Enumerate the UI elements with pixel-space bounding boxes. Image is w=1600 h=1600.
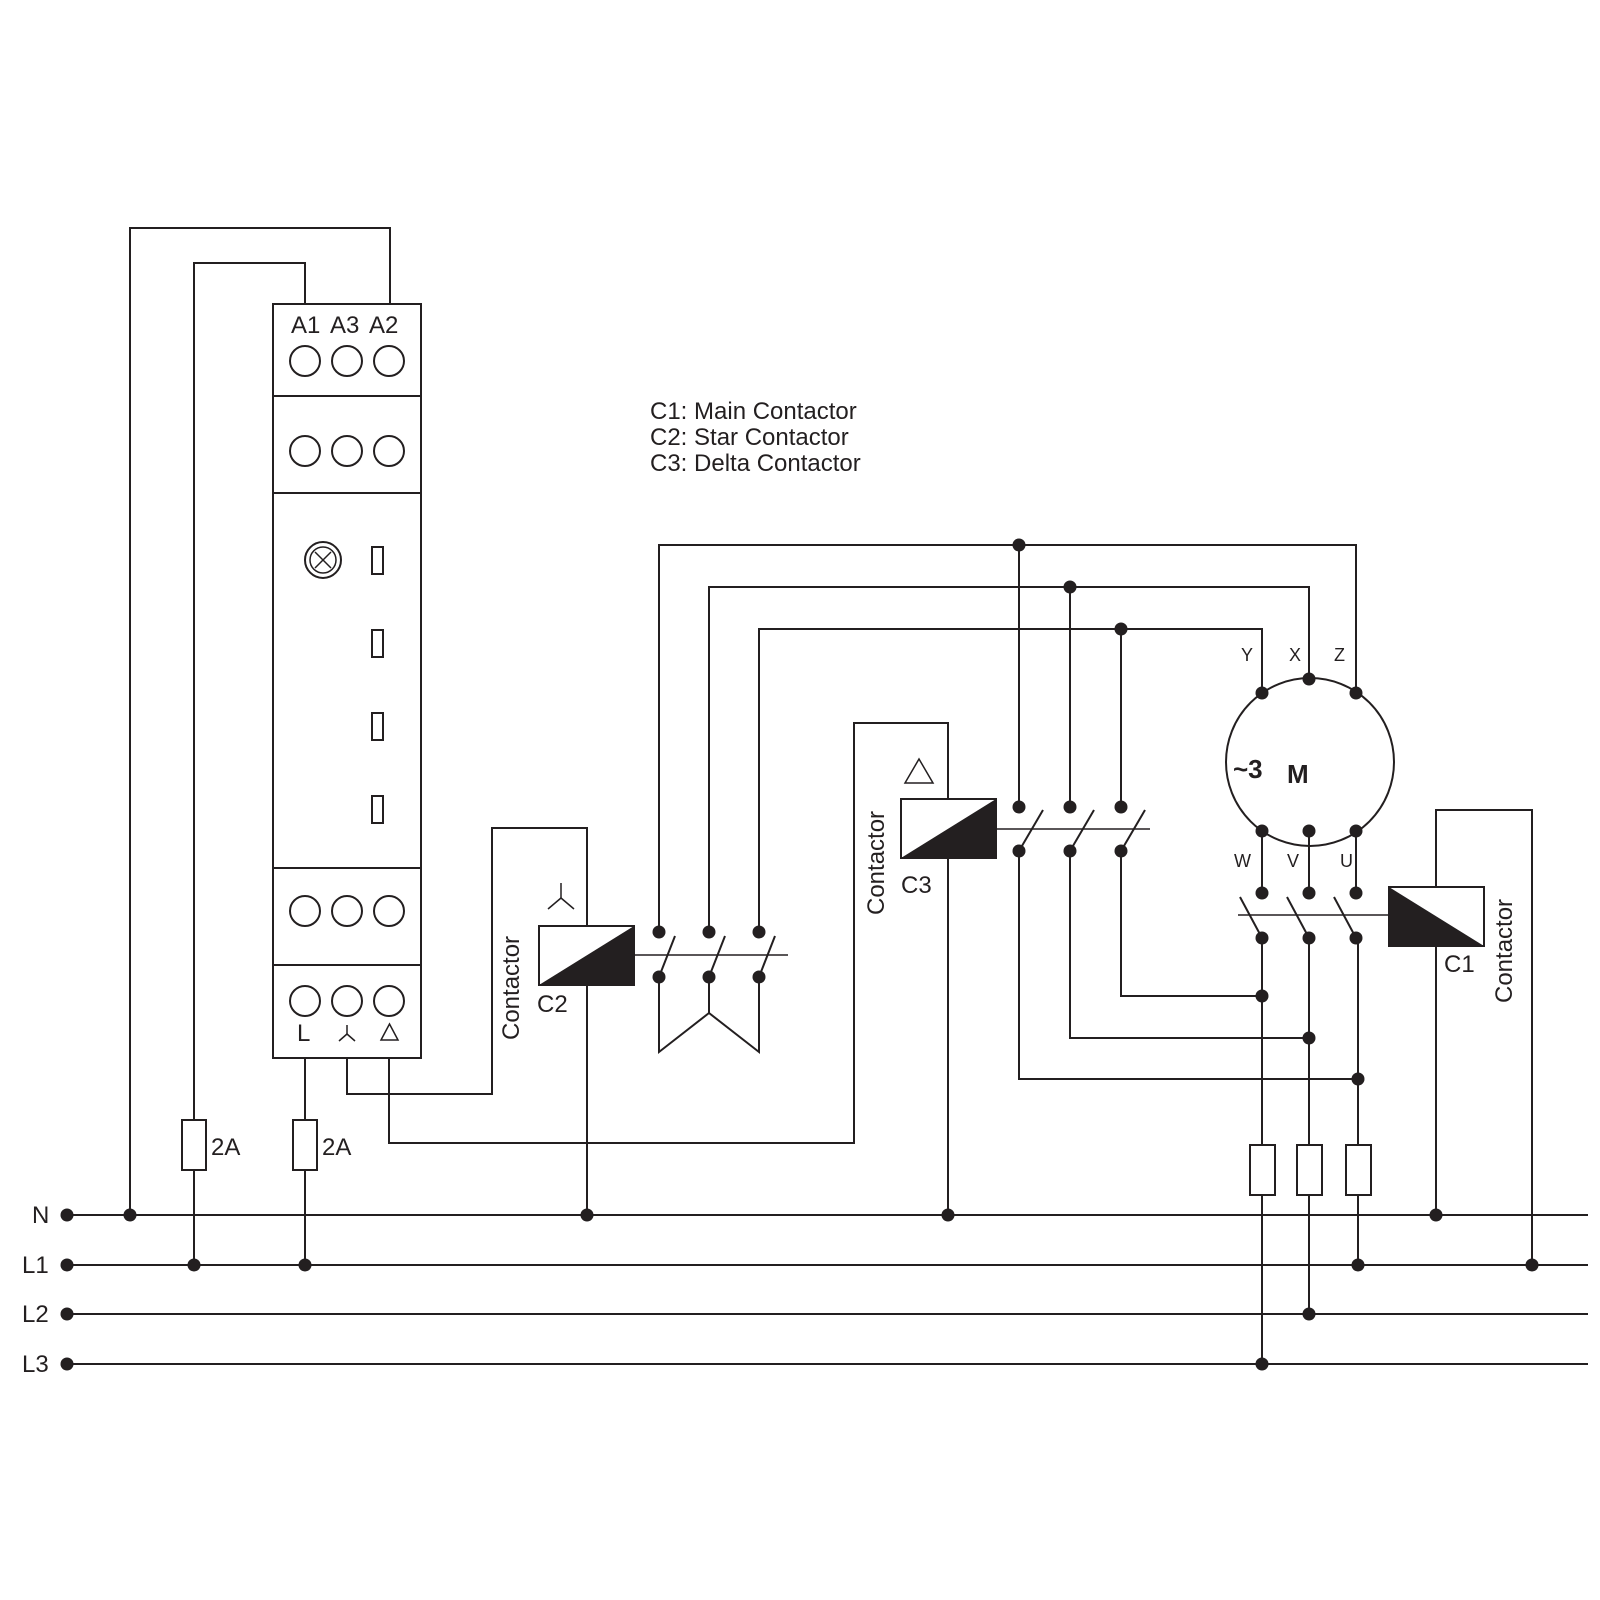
motor-terminal-v-label: V xyxy=(1287,851,1299,871)
motor-terminal-x-label: X xyxy=(1289,645,1301,665)
time-adjuster-1[interactable] xyxy=(371,546,384,575)
control-fuses: 2A 2A xyxy=(181,1119,351,1171)
relay-terminals-row2 xyxy=(289,435,405,467)
contactor-c3-name: C3 xyxy=(901,872,932,899)
contactor-c1-caption: Contactor xyxy=(1491,899,1518,1003)
fuse-a1 xyxy=(181,1119,207,1171)
motor-terminal-y-label: Y xyxy=(1241,645,1253,665)
relay-terminals-row4 xyxy=(289,985,405,1017)
relay-supply-wiring xyxy=(123,227,391,1272)
relay-terminal-a3-label: A3 xyxy=(330,312,359,339)
relay-terminals-row1 xyxy=(289,345,405,377)
bus-lines: N L1 L2 L3 xyxy=(22,1202,1588,1378)
fuse-a1-label: 2A xyxy=(211,1134,240,1161)
motor: ~3 M Y X Z W V U xyxy=(1225,645,1395,893)
legend-c2: C2: Star Contactor xyxy=(650,424,849,451)
contactor-c2-name: C2 xyxy=(537,991,568,1018)
bus-n-label: N xyxy=(32,1202,49,1229)
time-adjuster-3[interactable] xyxy=(371,712,384,741)
time-adjuster-4[interactable] xyxy=(371,795,384,824)
bus-l1-terminal xyxy=(60,1258,74,1272)
motor-phase-label: ~3 xyxy=(1233,754,1263,784)
bus-n-terminal xyxy=(60,1208,74,1222)
legend-c1: C1: Main Contactor xyxy=(650,398,857,425)
fuse-l xyxy=(292,1119,318,1171)
motor-terminal-z-label: Z xyxy=(1334,645,1345,665)
relay-terminal-a2-label: A2 xyxy=(369,312,398,339)
bus-l2-terminal xyxy=(60,1307,74,1321)
legend-c3: C3: Delta Contactor xyxy=(650,450,861,477)
contactor-c3: C3 Contactor xyxy=(863,757,1358,1222)
legend: C1: Main Contactor C2: Star Contactor C3… xyxy=(650,398,861,477)
contactor-c2: C2 Contactor xyxy=(498,883,788,1222)
contactor-c2-star-icon xyxy=(547,883,575,910)
contactor-c1-name: C1 xyxy=(1444,951,1475,978)
main-fuse-l3 xyxy=(1249,1144,1276,1196)
contactor-c2-contacts xyxy=(652,925,776,1055)
contactor-c1: C1 Contactor xyxy=(1238,809,1539,1371)
motor-label: M xyxy=(1287,759,1309,789)
fuse-l-label: 2A xyxy=(322,1134,351,1161)
indicator-lamp-icon xyxy=(304,541,342,579)
time-adjuster-2[interactable] xyxy=(371,629,384,658)
bus-l3-label: L3 xyxy=(22,1351,49,1378)
main-fuse-l2 xyxy=(1296,1144,1323,1196)
relay-terminal-a1-label: A1 xyxy=(291,312,320,339)
motor-terminal-u-label: U xyxy=(1340,851,1353,871)
contactor-c1-contacts xyxy=(1239,886,1363,945)
relay-terminal-star-icon xyxy=(338,1025,356,1042)
motor-terminal-w-label: W xyxy=(1234,851,1251,871)
star-delta-wiring xyxy=(658,538,1357,932)
relay-terminal-delta-icon xyxy=(379,1022,400,1041)
bus-l1-label: L1 xyxy=(22,1252,49,1279)
contactor-c3-delta-icon xyxy=(903,757,935,784)
bus-l2-label: L2 xyxy=(22,1301,49,1328)
relay-terminal-l-label: L xyxy=(297,1020,310,1047)
bus-l3-terminal xyxy=(60,1357,74,1371)
contactor-c2-caption: Contactor xyxy=(498,936,525,1040)
contactor-c3-caption: Contactor xyxy=(863,811,890,915)
relay-output-wiring xyxy=(346,722,949,1144)
relay-terminals-row3 xyxy=(289,895,405,927)
contactor-c3-contacts xyxy=(1012,800,1146,858)
star-delta-relay: A1 A3 A2 xyxy=(272,303,422,1059)
main-fuse-l1 xyxy=(1345,1144,1372,1196)
